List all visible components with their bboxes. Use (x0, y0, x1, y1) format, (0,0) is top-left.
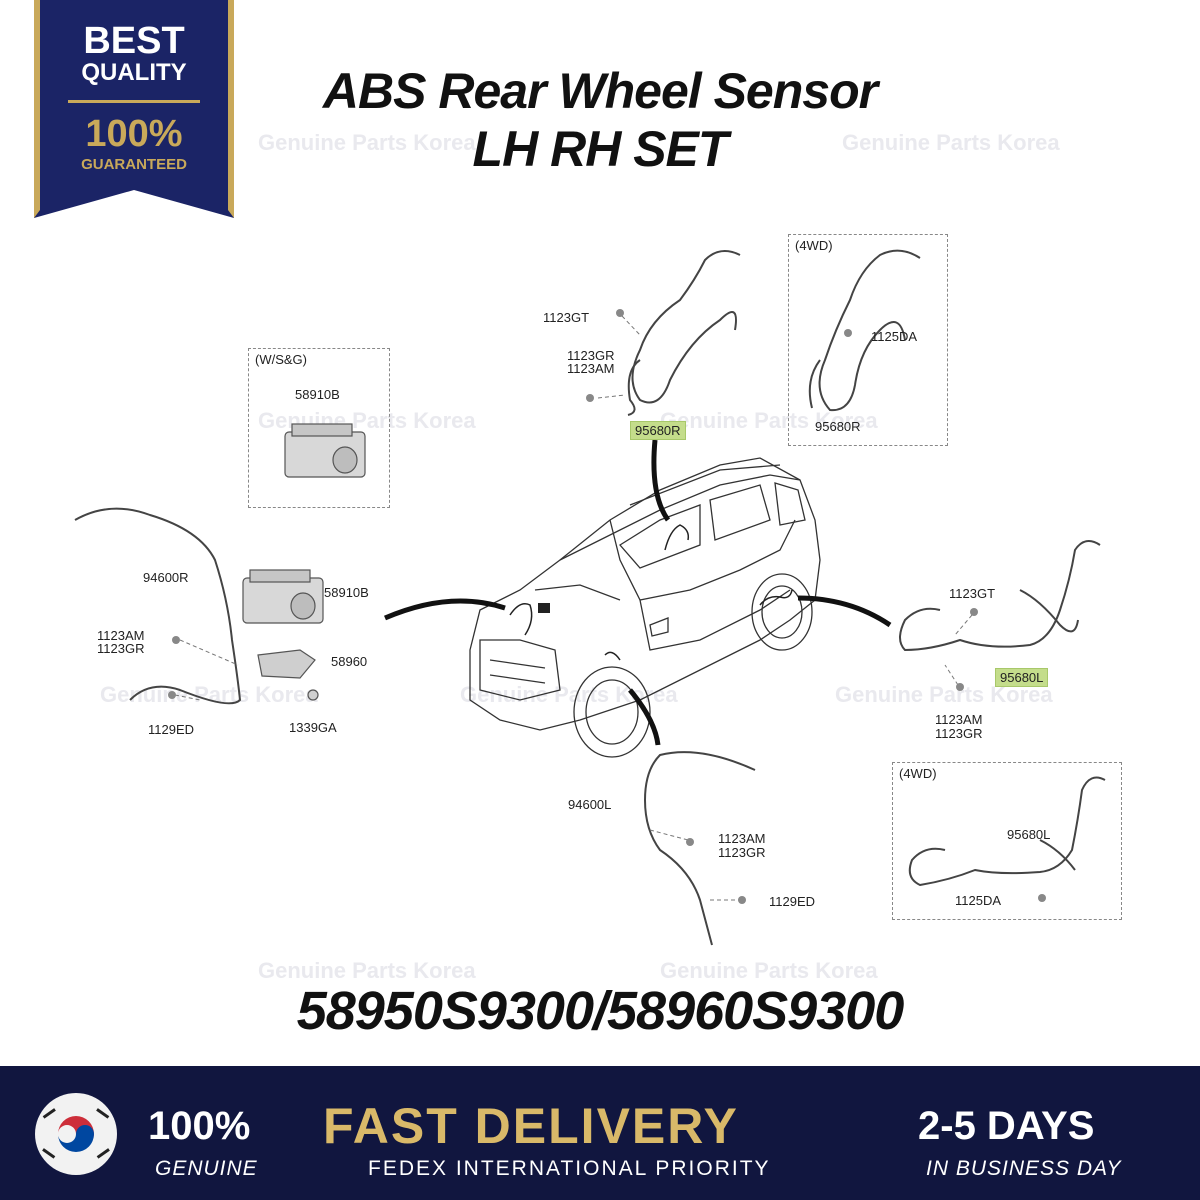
business-day-text: IN BUSINESS DAY (926, 1157, 1122, 1180)
badge-guaranteed: GUARANTEED (81, 156, 187, 173)
4wd-box-label: (4WD) (899, 766, 937, 781)
part-label: 1123AM (718, 831, 766, 846)
part-label: 1123GR (718, 845, 766, 860)
title-line-2: LH RH SET (472, 121, 729, 177)
best-quality-badge: BEST QUALITY 100% GUARANTEED (34, 0, 234, 218)
korea-flag-icon (35, 1093, 117, 1175)
watermark: Genuine Parts Korea (842, 130, 1060, 155)
part-label: 1123GT (949, 586, 996, 601)
part-label: 1123GR (97, 641, 145, 656)
part-label: 1339GA (289, 720, 337, 735)
part-label: 58910B (295, 387, 340, 402)
part-label: 1123GR (935, 726, 983, 741)
badge-best: BEST (83, 20, 185, 62)
watermark: Genuine Parts Korea (258, 958, 476, 983)
delivery-days: 2-5 DAYS (918, 1104, 1095, 1148)
part-label: 1123AM (97, 628, 145, 643)
watermark: Genuine Parts Korea (258, 130, 476, 155)
badge-ribbon-icon (34, 0, 234, 218)
part-label: 58960 (331, 654, 368, 669)
part-label: 1123AM (567, 361, 615, 376)
wsg-box-label: (W/S&G) (255, 352, 307, 367)
part-label: 95680R (815, 419, 861, 434)
highlighted-part-label-95680l: 95680L (995, 668, 1049, 687)
part-label: 1125DA (955, 893, 1002, 908)
part-label: 95680L (1007, 827, 1051, 842)
delivery-footer-banner: 100% GENUINE FAST DELIVERY FEDEX INTERNA… (0, 1066, 1200, 1200)
top-4wd-option-box: (4WD) 1125DA 95680R (788, 234, 948, 446)
highlighted-part-label-95680r: 95680R (630, 421, 686, 440)
watermark: Genuine Parts Korea (660, 958, 878, 983)
wsg-option-box: (W/S&G) 58910B (248, 348, 390, 508)
genuine-text: GENUINE (155, 1157, 258, 1180)
part-label: 1125DA (871, 329, 918, 344)
fedex-priority: FEDEX INTERNATIONAL PRIORITY (368, 1157, 771, 1180)
part-label: 94600R (143, 570, 189, 585)
part-label: 1129ED (769, 894, 816, 909)
parts-diagram-illustration (74, 249, 1106, 946)
bottom-4wd-option-box: (4WD) 95680L 1125DA (892, 762, 1122, 920)
4wd-box-label: (4WD) (795, 238, 833, 253)
badge-percent: 100% (85, 113, 183, 155)
part-numbers: 58950S9300/58960S9300 (296, 981, 905, 1041)
watermark: Genuine Parts Korea (660, 408, 878, 433)
part-label: 58910B (324, 585, 369, 600)
part-label: 1123GR (567, 348, 615, 363)
part-label: 94600L (568, 797, 612, 812)
part-label: 1123GT (543, 310, 590, 325)
product-title: ABS Rear Wheel Sensor LH RH SET (245, 62, 955, 178)
genuine-percent: 100% (148, 1104, 251, 1148)
part-label: 1129ED (148, 722, 195, 737)
title-line-1: ABS Rear Wheel Sensor (322, 63, 878, 119)
part-label: 1123AM (935, 712, 983, 727)
badge-quality: QUALITY (81, 59, 187, 86)
fast-delivery: FAST DELIVERY (323, 1098, 739, 1154)
